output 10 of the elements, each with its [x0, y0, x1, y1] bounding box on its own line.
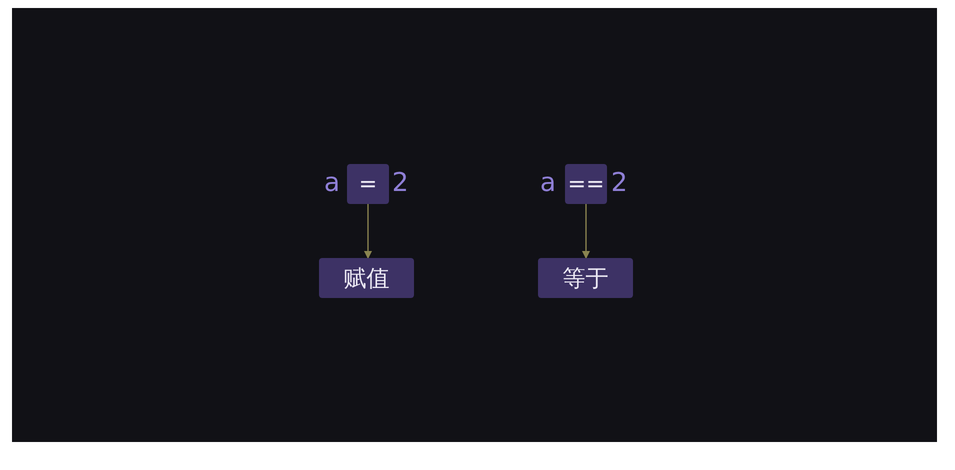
code-token: a [540, 168, 556, 198]
operator-box: == [565, 164, 607, 204]
operator-box: = [347, 164, 389, 204]
arrow [582, 204, 590, 259]
arrow [364, 204, 372, 259]
meaning-box: 赋值 [319, 258, 414, 298]
code-token: a [324, 168, 340, 198]
code-token: 2 [392, 168, 409, 198]
meaning-box: 等于 [538, 258, 633, 298]
code-token: 2 [611, 168, 628, 198]
